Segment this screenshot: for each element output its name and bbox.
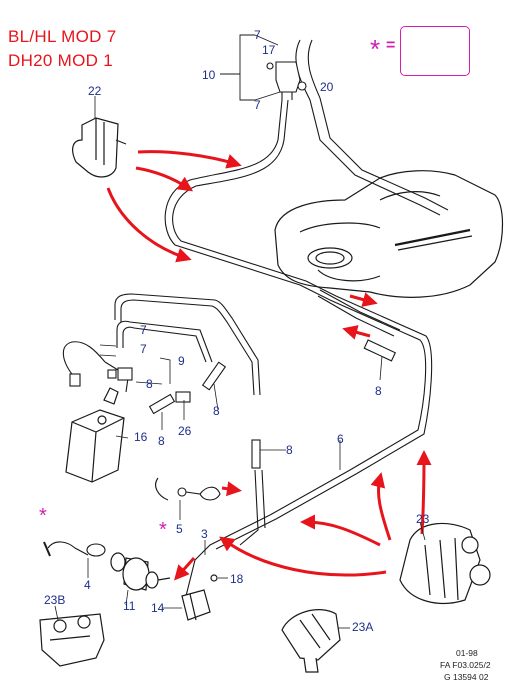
callout-17: 17 [262,43,276,57]
star-marker-5: * [159,519,167,541]
fuel-tank [274,170,504,298]
callout-8-a: 8 [146,377,153,391]
model-label-2: DH20 MOD 1 [8,51,114,70]
hose-pieces [148,339,397,469]
fuel-pipes [164,39,449,601]
filter-11 [110,552,171,591]
bracket-14 [181,574,218,621]
callout-5: 5 [176,522,183,536]
clip-23a [281,609,341,673]
callout-22: 22 [88,84,102,98]
callout-3: 3 [201,527,208,541]
callout-8-b: 8 [158,434,165,448]
bracket-lines [220,34,281,101]
callout-16: 16 [134,430,148,444]
callout-18: 18 [230,572,244,586]
footer-code: G 13594 02 [444,672,489,682]
vapour-valve [266,61,307,100]
clip-23b [39,613,105,667]
callout-11: 11 [123,599,136,613]
clip-23 [399,522,491,604]
connector-5 [155,477,221,501]
callout-26: 26 [178,424,192,438]
vapour-pipes [114,293,261,396]
callout-23: 23 [416,512,430,526]
callout-7-lower: 7 [254,98,261,112]
callout-8-e: 8 [286,443,293,457]
callout-14: 14 [151,601,165,615]
clip-22 [72,117,127,178]
leader-lines [54,96,426,629]
star-marker-left: * [39,505,47,527]
callout-23a: 23A [352,620,374,634]
callout-6: 6 [337,432,344,446]
legend-star-symbol: * [370,34,381,64]
callout-7-left-b: 7 [140,342,147,356]
pointer-arrows [106,150,432,581]
callout-10: 10 [202,68,216,82]
callout-4: 4 [84,578,91,592]
footer-ref: FA F03.025/2 [440,660,491,670]
callout-7-left-a: 7 [140,323,147,337]
callout-23b: 23B [44,593,66,607]
footer-date: 01-98 [456,648,478,658]
callout-20: 20 [320,80,334,94]
legend-box [400,26,470,76]
legend-equals-sign: = [386,37,396,54]
sensor-9 [62,341,133,393]
sensor-4 [43,541,106,557]
model-label-1: BL/HL MOD 7 [8,27,117,46]
canister-16 [65,387,125,483]
callout-8-d: 8 [375,384,382,398]
callout-9: 9 [178,354,185,368]
callout-7-top: 7 [254,28,261,42]
callout-8-c: 8 [213,404,220,418]
